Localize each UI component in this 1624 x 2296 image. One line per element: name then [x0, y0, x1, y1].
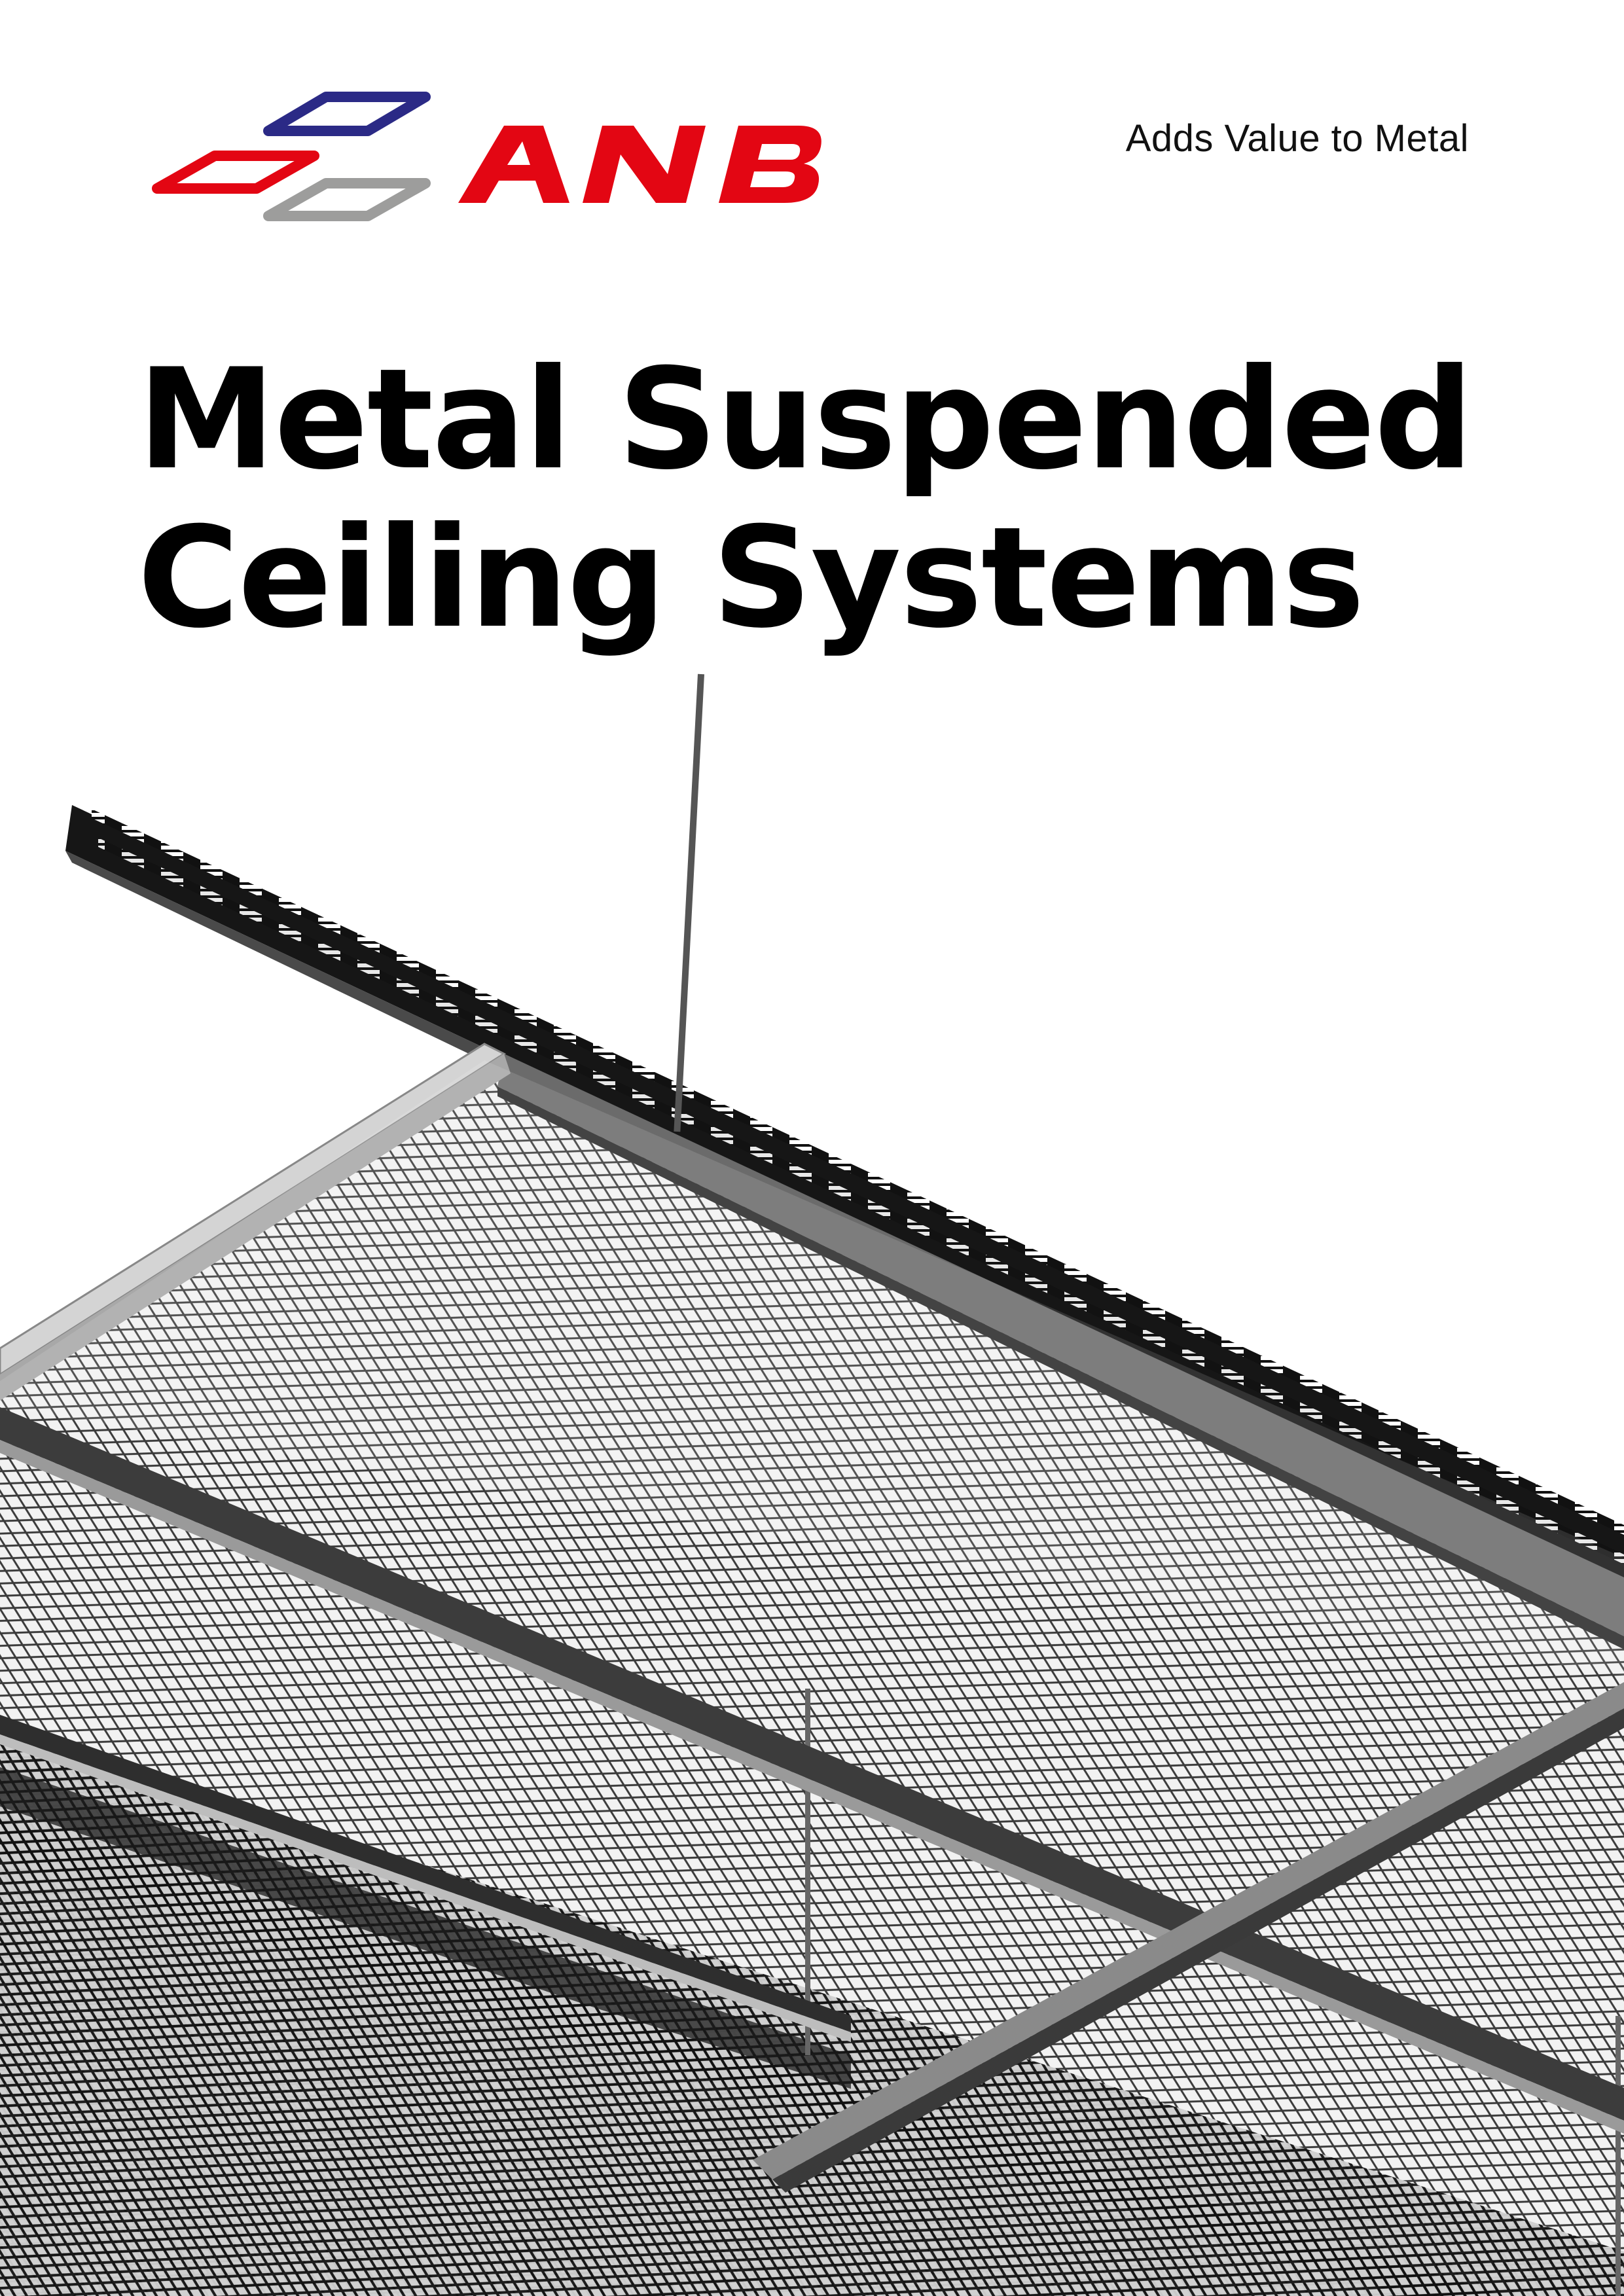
ceiling-illustration: [0, 655, 1624, 2296]
title-line-2: Ceiling Systems: [137, 497, 1365, 658]
tagline: Adds Value to Metal: [1125, 117, 1469, 160]
title-line-1: Metal Suspended: [137, 338, 1473, 500]
page-title: Metal Suspended Ceiling Systems: [137, 338, 1473, 658]
three-diamonds-logo-icon: [152, 92, 821, 221]
expanded-metal-mesh-ceiling-icon: [0, 673, 1624, 2296]
anb-logotype: [458, 126, 821, 203]
brand-logo: [151, 92, 825, 242]
